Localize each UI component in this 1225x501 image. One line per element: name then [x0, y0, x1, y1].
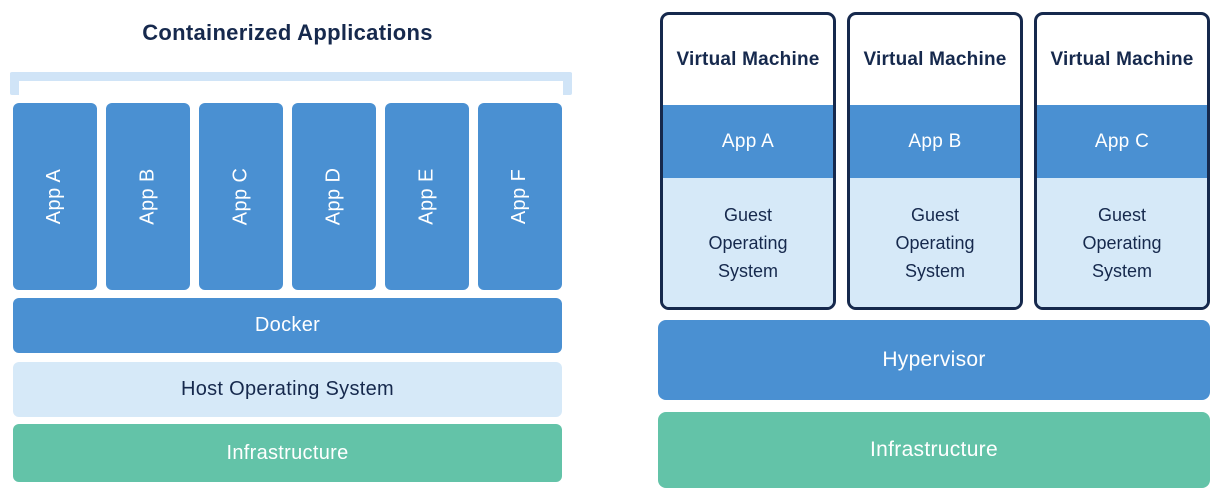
container-app-c: App C: [199, 103, 283, 290]
virtual-machine-title: Virtual Machine: [863, 49, 1007, 70]
container-app-b: App B: [106, 103, 190, 290]
container-app-label: App D: [322, 167, 345, 226]
container-app-label: App A: [43, 168, 66, 225]
virtual-machine-2: Virtual Machine App B Guest Operating Sy…: [847, 12, 1023, 310]
container-app-label: App E: [415, 168, 438, 225]
container-app-e: App E: [385, 103, 469, 290]
container-app-label: App F: [508, 168, 531, 225]
virtual-machine-title: Virtual Machine: [1050, 49, 1194, 70]
infrastructure-layer-left: Infrastructure: [13, 424, 562, 482]
virtual-machine-title: Virtual Machine: [676, 49, 820, 70]
vm-app-b: App B: [850, 105, 1020, 178]
docker-layer: Docker: [13, 298, 562, 353]
guest-operating-system: Guest Operating System: [1037, 178, 1207, 307]
hypervisor-layer: Hypervisor: [658, 320, 1210, 400]
guest-operating-system: Guest Operating System: [663, 178, 833, 307]
guest-operating-system: Guest Operating System: [850, 178, 1020, 307]
container-app-f: App F: [478, 103, 562, 290]
host-operating-system-layer: Host Operating System: [13, 362, 562, 417]
vm-app-c: App C: [1037, 105, 1207, 178]
container-app-label: App C: [229, 167, 252, 226]
virtual-machine-3: Virtual Machine App C Guest Operating Sy…: [1034, 12, 1210, 310]
container-app-label: App B: [136, 168, 159, 225]
virtual-machine-1: Virtual Machine App A Guest Operating Sy…: [660, 12, 836, 310]
container-group-bracket: [10, 72, 572, 95]
infrastructure-layer-right: Infrastructure: [658, 412, 1210, 488]
virtual-machine-row: Virtual Machine App A Guest Operating Sy…: [660, 12, 1210, 310]
vm-app-a: App A: [663, 105, 833, 178]
containerized-applications-title: Containerized Applications: [142, 20, 433, 45]
container-app-d: App D: [292, 103, 376, 290]
container-app-a: App A: [13, 103, 97, 290]
container-app-row: App A App B App C App D App E App F: [13, 103, 562, 290]
